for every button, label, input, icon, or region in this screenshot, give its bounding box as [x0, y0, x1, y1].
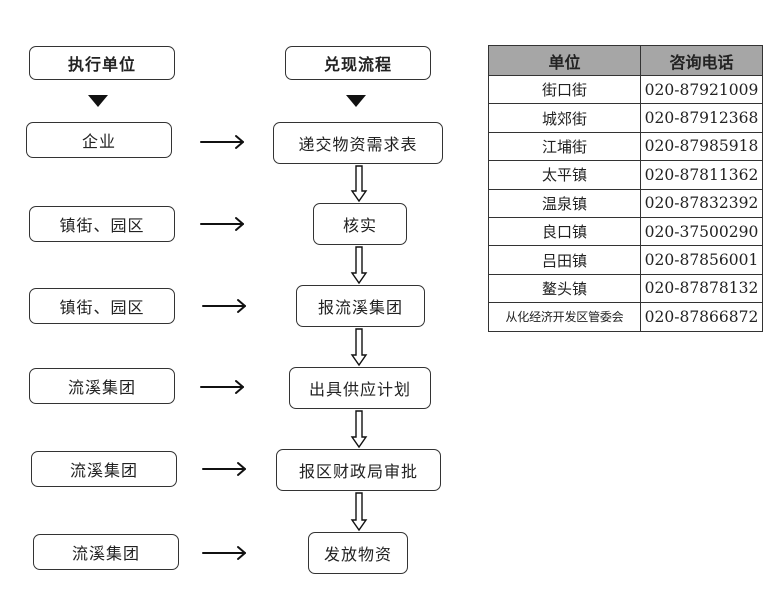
- executor-box-2: 镇街、园区: [29, 206, 175, 242]
- right-arrow-icon: [202, 299, 246, 313]
- process-step-6: 发放物资: [308, 532, 408, 574]
- right-arrow-icon: [200, 135, 244, 149]
- unit-cell: 温泉镇: [488, 188, 641, 218]
- right-arrow-icon: [200, 380, 244, 394]
- down-hollow-arrow-icon: [350, 410, 368, 449]
- process-step-3: 报流溪集团: [296, 285, 425, 327]
- unit-cell: 良口镇: [488, 216, 641, 247]
- process-step-1: 递交物资需求表: [273, 122, 443, 164]
- executor-box-6: 流溪集团: [33, 534, 179, 570]
- unit-cell: 江埔街: [488, 131, 641, 162]
- down-hollow-arrow-icon: [350, 246, 368, 285]
- right-arrow-icon: [200, 217, 244, 231]
- process-column-header: 兑现流程: [285, 46, 431, 80]
- executor-box-5: 流溪集团: [31, 451, 177, 487]
- phone-cell: 020-87811362: [640, 160, 763, 190]
- unit-cell: 从化经济开发区管委会: [488, 302, 641, 332]
- phone-cell: 020-87832392: [640, 188, 763, 218]
- process-down-arrow-icon: [346, 95, 366, 107]
- process-step-4: 出具供应计划: [289, 367, 431, 409]
- unit-cell: 吕田镇: [488, 245, 641, 275]
- right-arrow-icon: [202, 546, 246, 560]
- executor-box-3: 镇街、园区: [29, 288, 175, 324]
- unit-cell: 鳌头镇: [488, 273, 641, 304]
- table-header-row: 单位 咨询电话: [488, 45, 763, 76]
- phone-cell: 020-87912368: [640, 103, 763, 133]
- executor-box-4: 流溪集团: [29, 368, 175, 404]
- unit-cell: 城郊街: [488, 103, 641, 133]
- process-step-2: 核实: [313, 203, 407, 245]
- down-hollow-arrow-icon: [350, 492, 368, 532]
- down-hollow-arrow-icon: [350, 328, 368, 367]
- unit-cell: 街口街: [488, 74, 641, 105]
- process-step-5: 报区财政局审批: [276, 449, 441, 491]
- phone-cell: 020-37500290: [640, 216, 763, 247]
- unit-column-header: 单位: [488, 45, 641, 76]
- executor-column-header: 执行单位: [29, 46, 175, 80]
- down-hollow-arrow-icon: [350, 165, 368, 203]
- phone-column-header: 咨询电话: [640, 45, 763, 76]
- unit-cell: 太平镇: [488, 160, 641, 190]
- executor-box-1: 企业: [26, 122, 172, 158]
- phone-cell: 020-87856001: [640, 245, 763, 275]
- phone-cell: 020-87866872: [640, 302, 763, 332]
- executor-down-arrow-icon: [88, 95, 108, 107]
- right-arrow-icon: [202, 462, 246, 476]
- phone-cell: 020-87985918: [640, 131, 763, 162]
- phone-cell: 020-87921009: [640, 74, 763, 105]
- phone-cell: 020-87878132: [640, 273, 763, 304]
